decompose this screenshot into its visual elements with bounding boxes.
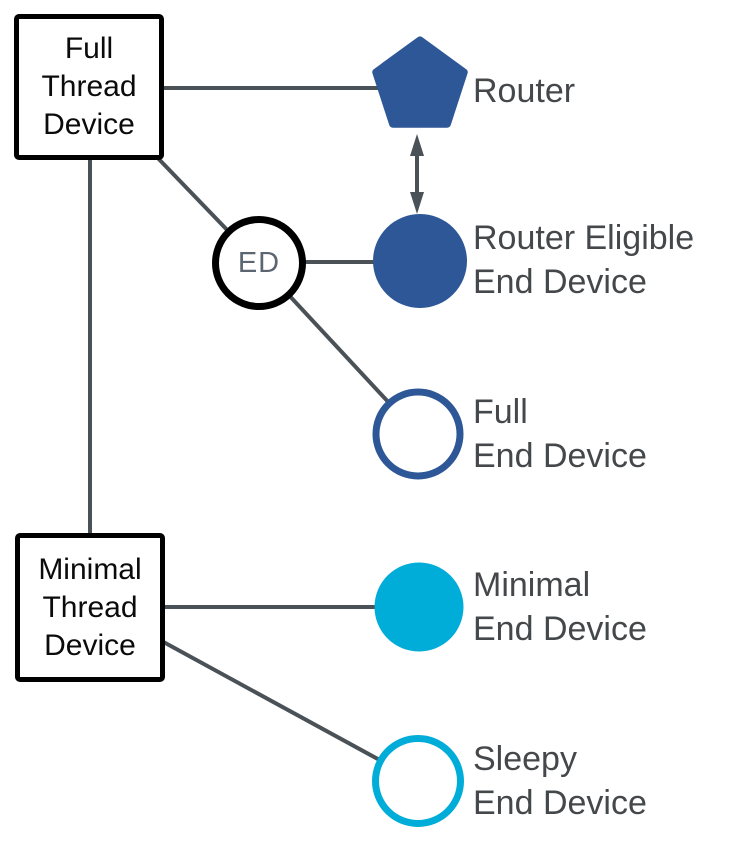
full-end-device-label: Full End Device [473,393,647,475]
router-pentagon-icon [372,36,468,128]
router-label: Router [473,72,576,110]
minimal-end-device-label: Minimal End Device [473,566,647,648]
full-end-device-circle-icon [372,388,464,480]
sleepy-end-device-label: Sleepy End Device [473,740,647,822]
minimal-thread-device-box: Minimal Thread Device [15,533,165,682]
arrow-head-up-icon [410,134,424,156]
sleepy-end-device-circle-icon [372,735,464,827]
router-eligible-end-device-circle-icon [373,214,467,308]
full-thread-device-box: Full Thread Device [14,14,164,160]
ed-circle-icon [212,216,306,310]
double-arrow-router-reed [410,134,424,214]
edge-mtd-sed [157,637,419,783]
minimal-end-device-circle-icon [374,562,464,652]
arrow-head-down-icon [410,192,424,214]
ed-circle-label: ED [237,247,281,279]
router-eligible-end-device-label: Router Eligible End Device [473,219,695,301]
